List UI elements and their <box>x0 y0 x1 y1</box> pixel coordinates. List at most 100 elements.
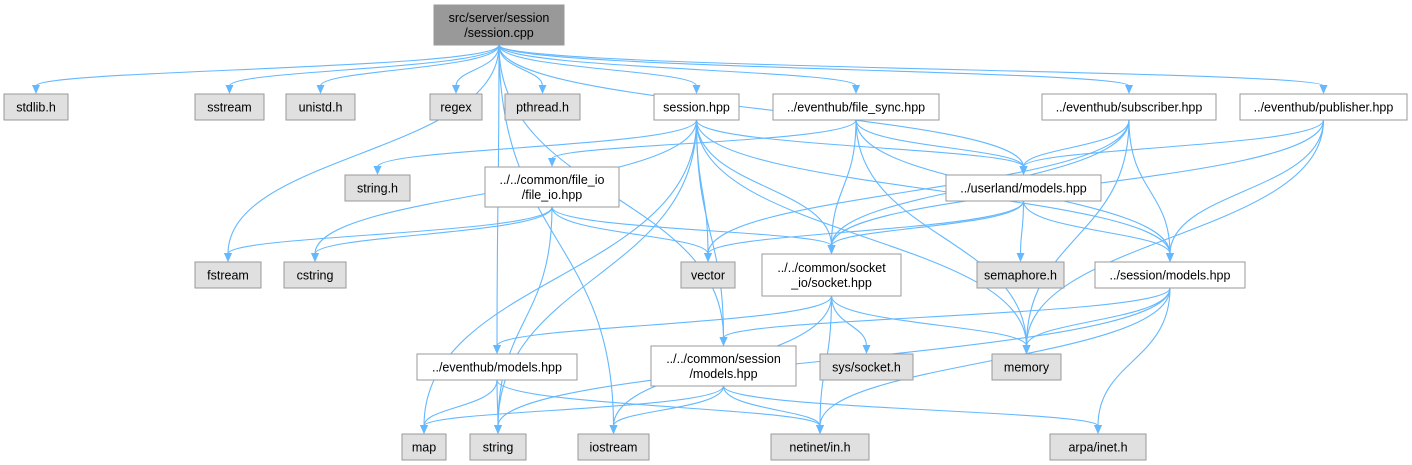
edge-file_io-to-fstream <box>224 206 553 262</box>
node-session-models[interactable]: ../session/models.hpp <box>1094 261 1246 289</box>
edge-common_session_models-to-map <box>420 385 725 434</box>
edge-line <box>722 287 1171 339</box>
node-label: iostream <box>590 441 638 455</box>
node-box <box>283 261 347 289</box>
edge-socket-to-memory <box>830 295 1031 354</box>
edge-line <box>423 379 498 427</box>
edge-arrowhead <box>827 245 836 254</box>
edge-root-to-pthread <box>498 44 547 94</box>
node-box <box>285 93 356 121</box>
edge-line <box>1025 287 1171 347</box>
node-box <box>416 353 578 381</box>
edge-line <box>1022 200 1171 255</box>
edge-userland_models-to-vector <box>704 200 1025 262</box>
node-unistd: unistd.h <box>285 93 356 121</box>
edge-subscriber-to-session_models <box>1128 119 1174 262</box>
edge-line <box>498 44 698 87</box>
node-label: sstream <box>207 101 251 115</box>
node-box <box>1094 261 1246 289</box>
node-userland-models[interactable]: ../userland/models.hpp <box>945 174 1102 202</box>
node-socket[interactable]: ../../common/socket_io/socket.hpp <box>761 253 902 297</box>
node-label: session.hpp <box>663 101 730 115</box>
node-file-sync[interactable]: ../eventhub/file_sync.hpp <box>772 93 940 121</box>
node-stdlib: stdlib.h <box>3 93 69 121</box>
edge-arrowhead <box>548 158 556 167</box>
node-regex: regex <box>429 93 483 121</box>
edge-session_models-to-common_session_models <box>719 287 1171 346</box>
edge-line <box>1128 119 1171 255</box>
edge-arrowhead <box>1022 345 1031 354</box>
edge-line <box>496 379 499 427</box>
edge-root-to-sstream <box>225 44 500 94</box>
node-session-hpp[interactable]: session.hpp <box>653 93 740 121</box>
node-label: /file_io.hpp <box>522 188 583 202</box>
edge-session_hpp-to-session_models <box>695 119 1174 262</box>
node-box <box>650 345 797 387</box>
edge-line <box>1169 119 1325 255</box>
edge-arrowhead <box>1094 425 1102 434</box>
edge-publisher-to-userland_models <box>1019 119 1325 175</box>
edge-arrowhead <box>609 425 618 434</box>
node-box <box>976 261 1065 289</box>
node-root[interactable]: src/server/session/session.cpp <box>433 4 565 46</box>
node-file-io[interactable]: ../../common/file_io/file_io.hpp <box>484 166 620 208</box>
edge-file_io-to-socket <box>551 206 836 254</box>
node-label: ../../common/session <box>666 352 781 366</box>
node-box <box>3 93 69 121</box>
edge-arrowhead <box>1166 253 1174 262</box>
edge-arrowhead <box>1319 85 1328 94</box>
edge-line <box>855 119 1028 347</box>
node-label: ../../common/file_io <box>500 173 605 187</box>
edge-file_io-to-vector <box>551 206 712 262</box>
edge-arrowhead <box>452 85 460 94</box>
node-label: regex <box>440 101 472 115</box>
edge-line <box>707 119 1130 255</box>
edge-line <box>830 119 857 247</box>
node-label: string.h <box>357 182 398 196</box>
edge-session_models-to-memory <box>1022 287 1171 354</box>
edge-arrowhead <box>692 85 701 94</box>
edge-socket-to-sys_socket <box>830 295 871 354</box>
node-subscriber[interactable]: ../eventhub/subscriber.hpp <box>1041 93 1217 121</box>
edge-arrowhead <box>719 337 728 346</box>
edge-line <box>722 385 1099 427</box>
edge-session_models-to-arpa <box>1094 287 1171 434</box>
edge-root-to-file_sync <box>498 44 860 94</box>
edge-arrowhead <box>816 425 824 434</box>
edge-arrowhead <box>225 85 234 94</box>
edge-publisher-to-session_models <box>1166 119 1325 262</box>
node-arpa: arpa/inet.h <box>1049 433 1147 461</box>
edge-line <box>314 206 553 255</box>
node-label: ../eventhub/publisher.hpp <box>1254 101 1394 115</box>
node-box <box>945 174 1102 202</box>
node-common-session-models[interactable]: ../../common/session/models.hpp <box>650 345 797 387</box>
edge-line <box>498 44 857 87</box>
node-netinet: netinet/in.h <box>770 433 870 461</box>
edge-root-to-subscriber <box>498 44 1133 94</box>
edge-arrowhead <box>852 85 860 94</box>
edge-line <box>227 44 500 255</box>
edge-line <box>1022 119 1325 168</box>
node-label: ../eventhub/subscriber.hpp <box>1056 101 1203 115</box>
node-label: /models.hpp <box>689 367 757 381</box>
edge-line <box>497 206 553 427</box>
edge-arrowhead <box>373 166 382 175</box>
node-box <box>429 93 483 121</box>
node-box <box>484 166 620 208</box>
node-label: ../eventhub/file_sync.hpp <box>787 101 925 115</box>
edge-line <box>496 295 833 347</box>
edge-arrowhead <box>311 253 319 262</box>
node-eventhub-models[interactable]: ../eventhub/models.hpp <box>416 353 578 381</box>
node-label: _io/socket.hpp <box>790 276 872 290</box>
node-label: ../../common/socket <box>777 261 886 275</box>
edge-file_io-to-cstring <box>311 206 553 262</box>
node-box <box>194 261 262 289</box>
edge-arrowhead <box>1019 166 1028 175</box>
edge-arrowhead <box>1125 85 1133 94</box>
node-iostream: iostream <box>577 433 650 461</box>
node-box <box>469 433 527 461</box>
node-semaphore: semaphore.h <box>976 261 1065 289</box>
edge-file_sync-to-memory <box>855 119 1031 354</box>
node-publisher[interactable]: ../eventhub/publisher.hpp <box>1239 93 1408 121</box>
